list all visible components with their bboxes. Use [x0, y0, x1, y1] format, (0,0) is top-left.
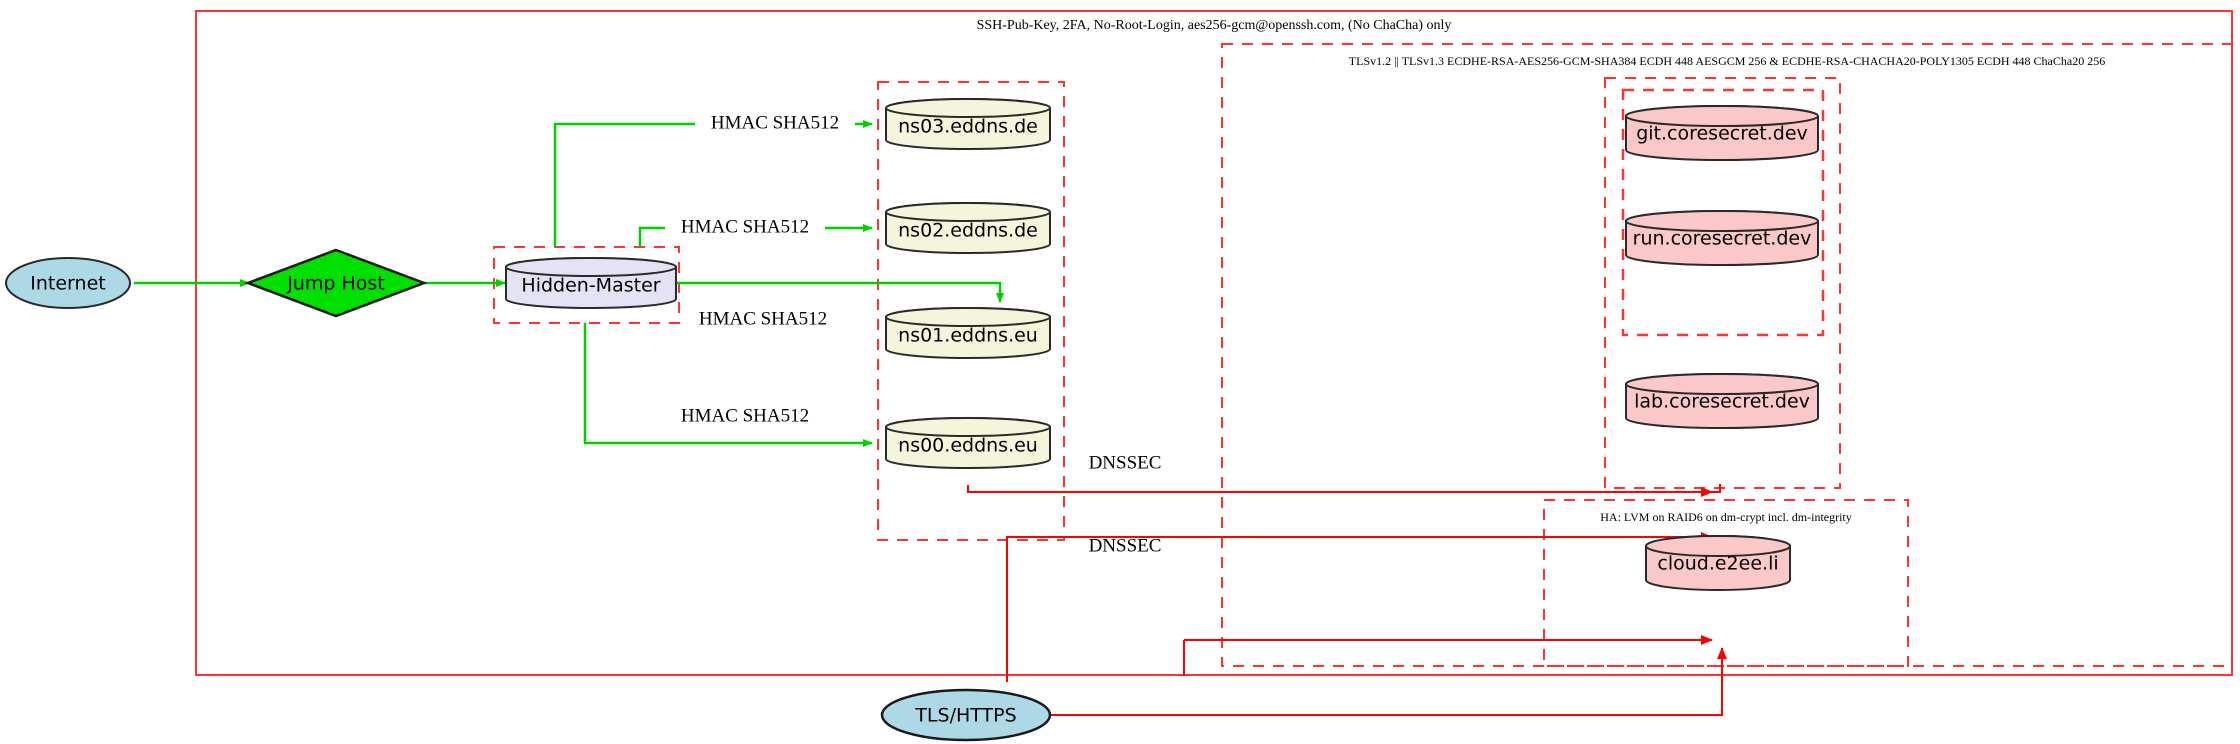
- cluster-tls: TLSv1.2 || TLSv1.3 ECDHE-RSA-AES256-GCM-…: [1221, 43, 2233, 667]
- edges-dnssec: [967, 484, 1727, 716]
- cluster-coresecret-inner: [1621, 88, 1825, 337]
- node-ns02[interactable]: ns02.eddns.de: [885, 202, 1051, 254]
- cluster-ha: HA: LVM on RAID6 on dm-crypt incl. dm-in…: [1543, 499, 1909, 667]
- node-ns00-label: ns00.eddns.eu: [898, 435, 1038, 457]
- node-run-coresecret-label: run.coresecret.dev: [1633, 228, 1812, 250]
- node-ns01-label: ns01.eddns.eu: [898, 325, 1038, 347]
- edge-label-dnssec-upper: DNSSEC: [1089, 452, 1162, 473]
- node-lab-coresecret[interactable]: lab.coresecret.dev: [1625, 373, 1819, 429]
- node-tls-https-label: TLS/HTTPS: [914, 705, 1016, 727]
- edge-label-hmac-ns03: HMAC SHA512: [711, 112, 839, 133]
- node-ns01[interactable]: ns01.eddns.eu: [885, 307, 1051, 359]
- edge-label-hmac-ns01: HMAC SHA512: [699, 308, 827, 329]
- node-hidden-master-label: Hidden-Master: [521, 275, 660, 297]
- edge-label-hmac-ns00: HMAC SHA512: [681, 405, 809, 426]
- node-internet-label: Internet: [30, 273, 105, 295]
- node-ns03[interactable]: ns03.eddns.de: [885, 98, 1051, 150]
- node-jump-host-label: Jump Host: [286, 273, 385, 295]
- edges-secure: [134, 120, 1004, 447]
- cluster-outer-ssh-label: SSH-Pub-Key, 2FA, No-Root-Login, aes256-…: [977, 18, 1452, 33]
- node-internet[interactable]: Internet: [5, 257, 131, 309]
- edge-label-hmac-ns02: HMAC SHA512: [681, 216, 809, 237]
- node-ns00[interactable]: ns00.eddns.eu: [885, 417, 1051, 469]
- node-run-coresecret[interactable]: run.coresecret.dev: [1625, 210, 1819, 266]
- edge-label-group: HMAC SHA512 HMAC SHA512 HMAC SHA512 HMAC…: [665, 112, 1161, 556]
- node-cloud-e2ee-label: cloud.e2ee.li: [1657, 553, 1778, 575]
- node-git-coresecret[interactable]: git.coresecret.dev: [1625, 105, 1819, 161]
- node-git-coresecret-label: git.coresecret.dev: [1636, 123, 1808, 145]
- cluster-ha-label: HA: LVM on RAID6 on dm-crypt incl. dm-in…: [1600, 510, 1852, 524]
- node-tls-https[interactable]: TLS/HTTPS: [880, 688, 1052, 742]
- node-hidden-master[interactable]: Hidden-Master: [505, 257, 677, 309]
- cluster-hidden-master: [493, 246, 680, 324]
- edge-label-dnssec-lower: DNSSEC: [1089, 535, 1162, 556]
- cluster-coresecret-outer: [1604, 77, 1841, 489]
- node-ns03-label: ns03.eddns.de: [898, 116, 1038, 138]
- node-lab-coresecret-label: lab.coresecret.dev: [1634, 391, 1810, 413]
- cluster-tls-label: TLSv1.2 || TLSv1.3 ECDHE-RSA-AES256-GCM-…: [1349, 54, 2105, 68]
- node-jump-host[interactable]: Jump Host: [244, 248, 428, 318]
- cluster-outer-ssh: SSH-Pub-Key, 2FA, No-Root-Login, aes256-…: [195, 10, 2233, 676]
- node-cloud-e2ee[interactable]: cloud.e2ee.li: [1645, 535, 1791, 591]
- node-ns02-label: ns02.eddns.de: [898, 220, 1038, 242]
